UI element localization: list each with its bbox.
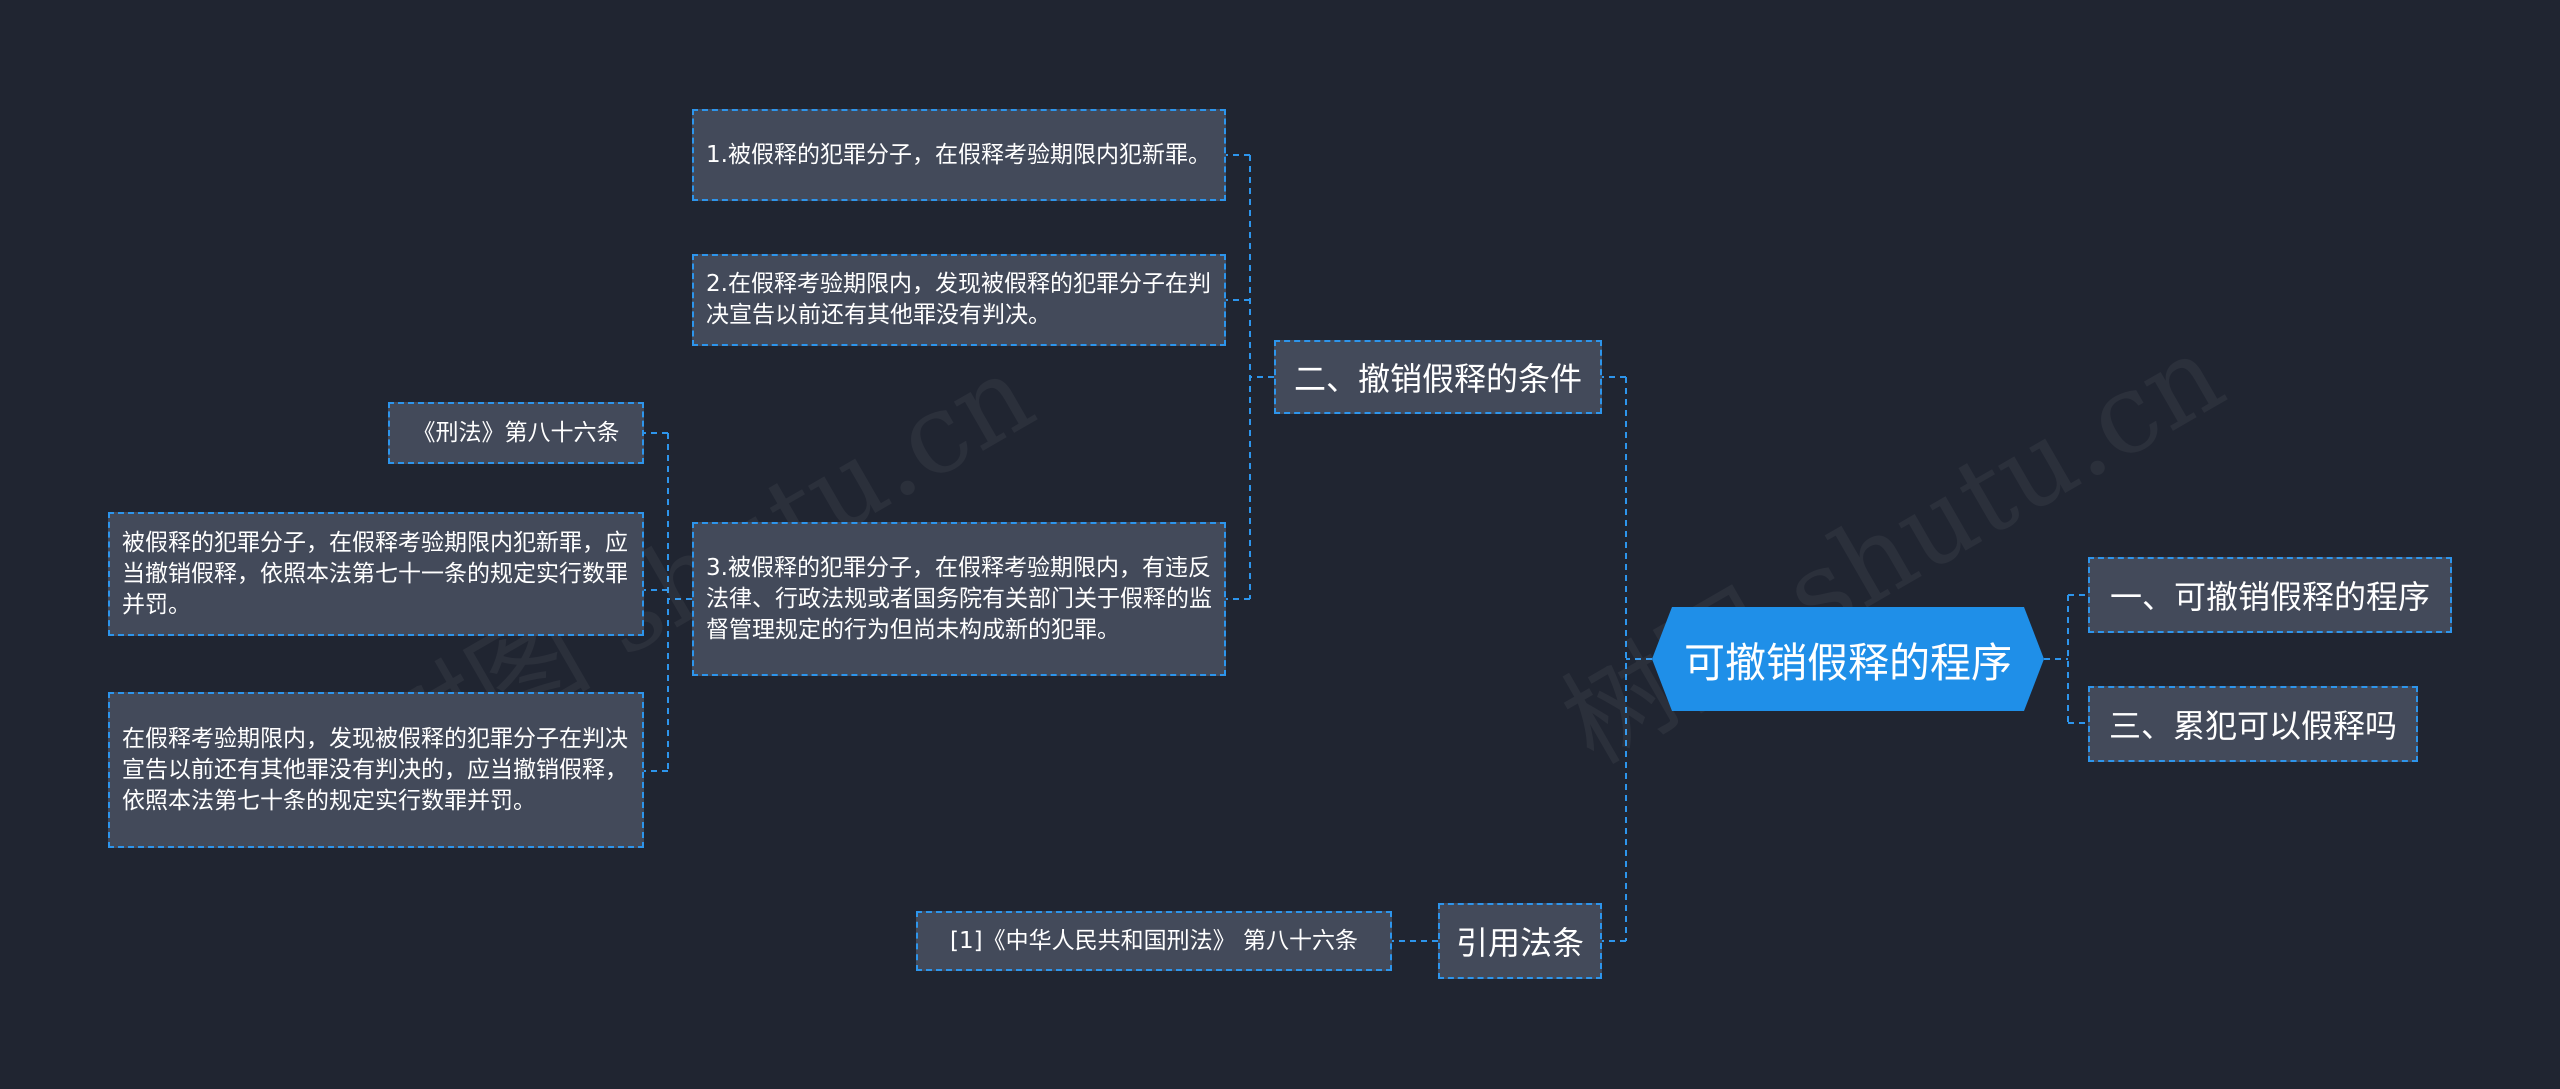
condition-item-2[interactable]: 2.在假释考验期限内，发现被假释的犯罪分子在判决宣告以前还有其他罪没有判决。	[692, 254, 1226, 346]
branch-revocation-conditions[interactable]: 二、撤销假释的条件	[1274, 340, 1602, 414]
law-item-2[interactable]: 在假释考验期限内，发现被假释的犯罪分子在判决宣告以前还有其他罪没有判决的，应当撤…	[108, 692, 644, 848]
branch-citation[interactable]: 引用法条	[1438, 903, 1602, 979]
central-topic[interactable]: 可撤销假释的程序	[1652, 607, 2044, 711]
law-article-86[interactable]: 《刑法》第八十六条	[388, 402, 644, 464]
condition-item-1[interactable]: 1.被假释的犯罪分子，在假释考验期限内犯新罪。	[692, 109, 1226, 201]
connector-central-right	[2044, 594, 2088, 724]
law-item-1[interactable]: 被假释的犯罪分子，在假释考验期限内犯新罪，应当撤销假释，依照本法第七十一条的规定…	[108, 512, 644, 636]
connector-central-left	[1602, 376, 1652, 942]
citation-item[interactable]: [1]《中华人民共和国刑法》 第八十六条	[916, 911, 1392, 971]
condition-item-3[interactable]: 3.被假释的犯罪分子，在假释考验期限内，有违反法律、行政法规或者国务院有关部门关…	[692, 522, 1226, 676]
branch-recidivist-parole[interactable]: 三、累犯可以假释吗	[2088, 686, 2418, 762]
connector-conditions-items	[1226, 154, 1274, 600]
connector-law-items	[644, 432, 669, 772]
branch-revocation-procedure[interactable]: 一、可撤销假释的程序	[2088, 557, 2452, 633]
